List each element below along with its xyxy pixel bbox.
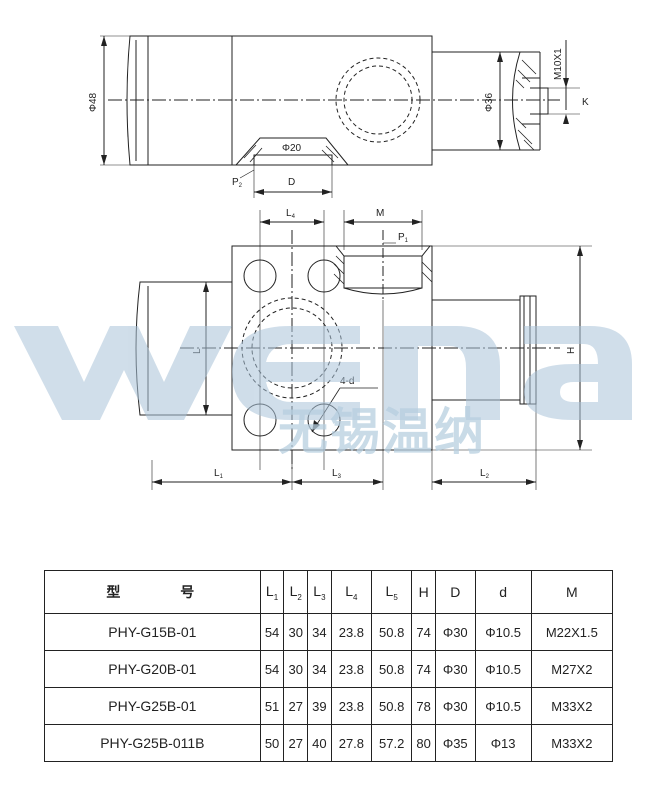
cell-d-upper: Φ30 bbox=[434, 687, 476, 725]
header-m: M bbox=[530, 570, 614, 614]
top-view bbox=[100, 35, 580, 198]
phi36-label: Φ36 bbox=[484, 92, 495, 112]
header-l3: L3 bbox=[307, 570, 332, 614]
l4-label: L4 bbox=[286, 208, 296, 220]
l1-label: L1 bbox=[214, 468, 224, 480]
cell-model: PHY-G25B-01 bbox=[44, 687, 261, 725]
cell-l1: 51 bbox=[259, 687, 285, 725]
cell-l5: 50.8 bbox=[371, 613, 413, 651]
cell-l2: 30 bbox=[283, 650, 309, 688]
cell-l1: 54 bbox=[259, 650, 285, 688]
cell-l1: 50 bbox=[259, 724, 285, 762]
cell-d-lower: Φ13 bbox=[474, 724, 532, 762]
l2-label: L2 bbox=[480, 468, 490, 480]
header-model: 型 号 bbox=[44, 570, 261, 614]
header-h: H bbox=[411, 570, 436, 614]
header-d-upper: D bbox=[434, 570, 476, 614]
l3-label: L3 bbox=[332, 468, 342, 480]
header-l5: L5 bbox=[371, 570, 413, 614]
cell-h: 78 bbox=[411, 687, 436, 725]
cell-d-lower: Φ10.5 bbox=[474, 687, 532, 725]
cell-l2: 27 bbox=[283, 724, 309, 762]
cell-l3: 40 bbox=[307, 724, 332, 762]
cell-m: M27X2 bbox=[530, 650, 614, 688]
header-l1: L1 bbox=[259, 570, 285, 614]
cell-l3: 39 bbox=[307, 687, 332, 725]
cell-model: PHY-G20B-01 bbox=[44, 650, 261, 688]
k-label: K bbox=[582, 97, 589, 108]
technical-drawing: Φ48 Φ20 Φ36 M10X1 K P2 D L4 M P1 L H 4-d… bbox=[14, 35, 632, 490]
table-row: PHY-G20B-01 54 30 34 23.8 50.8 74 Φ30 Φ1… bbox=[44, 650, 614, 688]
cell-l2: 27 bbox=[283, 687, 309, 725]
header-l4: L4 bbox=[330, 570, 373, 614]
cell-l3: 34 bbox=[307, 613, 332, 651]
p2-label: P2 bbox=[232, 177, 243, 189]
cell-m: M33X2 bbox=[530, 687, 614, 725]
cell-l4: 23.8 bbox=[330, 650, 373, 688]
cell-l4: 27.8 bbox=[330, 724, 373, 762]
cell-h: 80 bbox=[411, 724, 436, 762]
table-header-row: 型 号 L1 L2 L3 L4 L5 H D d M bbox=[44, 570, 614, 614]
phi48-label: Φ48 bbox=[88, 92, 99, 112]
spec-table: 型 号 L1 L2 L3 L4 L5 H D d M PHY-G15B-01 5… bbox=[44, 570, 614, 762]
header-l2: L2 bbox=[283, 570, 309, 614]
cell-model: PHY-G15B-01 bbox=[44, 613, 261, 651]
cell-l4: 23.8 bbox=[330, 613, 373, 651]
d-dim-label: D bbox=[288, 177, 295, 188]
table-row: PHY-G15B-01 54 30 34 23.8 50.8 74 Φ30 Φ1… bbox=[44, 613, 614, 651]
cell-d-lower: Φ10.5 bbox=[474, 613, 532, 651]
cell-l3: 34 bbox=[307, 650, 332, 688]
p1-label: P1 bbox=[398, 232, 409, 244]
table-row: PHY-G25B-01 51 27 39 23.8 50.8 78 Φ30 Φ1… bbox=[44, 687, 614, 725]
watermark-chinese-text: 无锡温纳 bbox=[278, 403, 486, 461]
header-d-lower: d bbox=[474, 570, 532, 614]
cell-m: M22X1.5 bbox=[530, 613, 614, 651]
m-dim-label: M bbox=[376, 208, 384, 219]
cell-m: M33X2 bbox=[530, 724, 614, 762]
watermark-logo bbox=[14, 326, 632, 420]
cell-d-upper: Φ30 bbox=[434, 650, 476, 688]
cell-model: PHY-G25B-011B bbox=[44, 724, 261, 762]
cell-d-upper: Φ35 bbox=[434, 724, 476, 762]
m10x1-label: M10X1 bbox=[553, 48, 564, 80]
cell-d-upper: Φ30 bbox=[434, 613, 476, 651]
cell-h: 74 bbox=[411, 650, 436, 688]
cell-l2: 30 bbox=[283, 613, 309, 651]
phi20-label: Φ20 bbox=[282, 143, 302, 154]
cell-l5: 57.2 bbox=[371, 724, 413, 762]
table-row: PHY-G25B-011B 50 27 40 27.8 57.2 80 Φ35 … bbox=[44, 724, 614, 762]
h-dim-label: H bbox=[566, 347, 577, 354]
cell-h: 74 bbox=[411, 613, 436, 651]
cell-d-lower: Φ10.5 bbox=[474, 650, 532, 688]
cell-l5: 50.8 bbox=[371, 650, 413, 688]
cell-l4: 23.8 bbox=[330, 687, 373, 725]
cell-l5: 50.8 bbox=[371, 687, 413, 725]
cell-l1: 54 bbox=[259, 613, 285, 651]
